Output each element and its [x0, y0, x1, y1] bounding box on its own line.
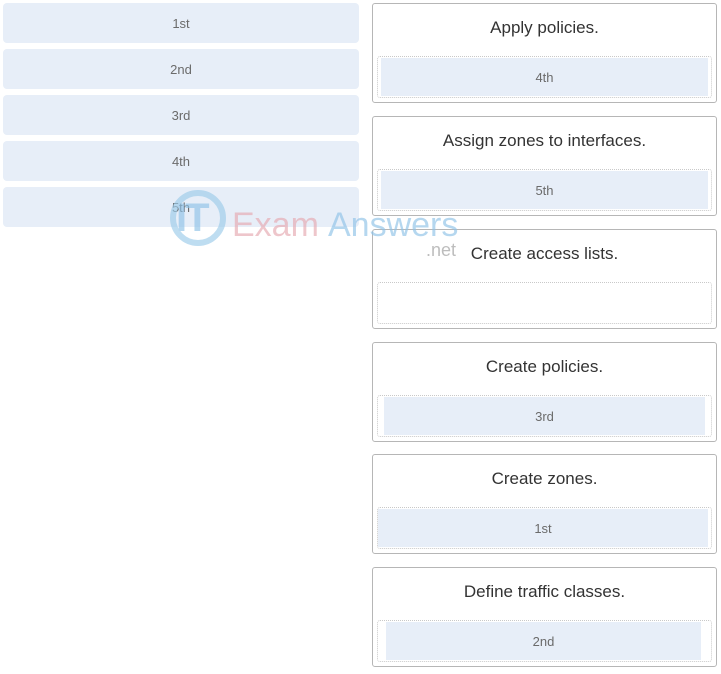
dropped-answer[interactable]: 2nd — [386, 622, 701, 660]
choice-4th[interactable]: 4th — [3, 141, 359, 181]
dropzone-empty[interactable] — [377, 282, 712, 324]
dropzone[interactable]: 1st — [377, 507, 712, 549]
choice-3rd[interactable]: 3rd — [3, 95, 359, 135]
choice-label: 1st — [172, 15, 190, 31]
card-title: Create access lists. — [470, 244, 619, 263]
card-apply-policies: Apply policies. 4th — [372, 3, 717, 103]
dropped-answer — [381, 284, 708, 322]
card-create-policies: Create policies. 3rd — [372, 342, 717, 442]
card-create-access-lists: Create access lists. — [372, 229, 717, 329]
card-title: Create zones. — [491, 469, 598, 488]
choice-label: 3rd — [171, 107, 191, 123]
dropped-answer[interactable]: 3rd — [384, 397, 705, 435]
dropzone[interactable]: 3rd — [377, 395, 712, 437]
choice-5th[interactable]: 5th — [3, 187, 359, 227]
choice-2nd[interactable]: 2nd — [3, 49, 359, 89]
dropzone[interactable]: 5th — [377, 169, 712, 211]
card-title: Create policies. — [485, 357, 604, 376]
choice-label: 2nd — [170, 61, 192, 77]
choice-label: 4th — [171, 153, 191, 169]
choice-1st[interactable]: 1st — [3, 3, 359, 43]
card-title: Apply policies. — [490, 18, 599, 37]
choice-label: 5th — [171, 199, 191, 215]
card-title: Define traffic classes. — [463, 582, 626, 601]
card-assign-zones: Assign zones to interfaces. 5th — [372, 116, 717, 216]
dropzone[interactable]: 4th — [377, 56, 712, 98]
dropped-answer[interactable]: 5th — [381, 171, 708, 209]
dropped-answer[interactable]: 1st — [378, 509, 708, 547]
card-define-traffic-classes: Define traffic classes. 2nd — [372, 567, 717, 667]
card-title: Assign zones to interfaces. — [442, 131, 647, 150]
card-create-zones: Create zones. 1st — [372, 454, 717, 554]
dropped-answer[interactable]: 4th — [381, 58, 708, 96]
dropzone[interactable]: 2nd — [377, 620, 712, 662]
